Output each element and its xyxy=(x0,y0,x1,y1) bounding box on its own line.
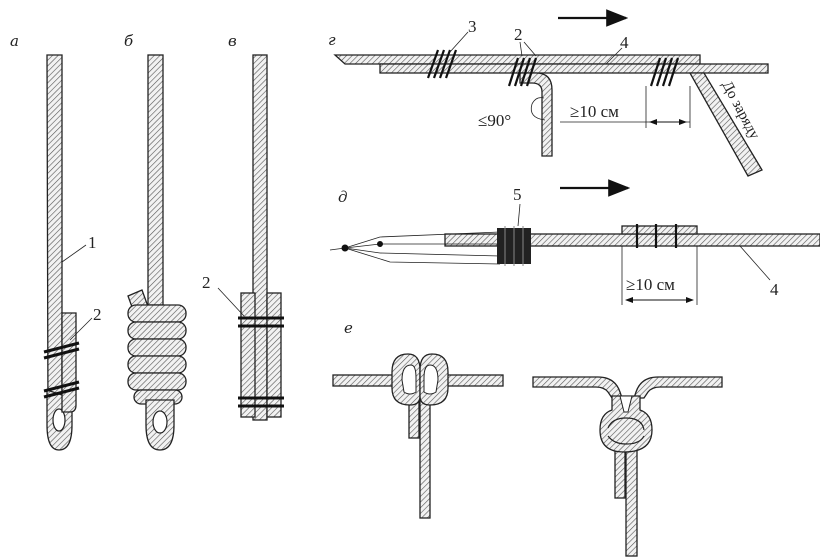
wire-a-tail xyxy=(61,312,77,413)
coil-4 xyxy=(127,355,187,374)
wire-g-diagonal xyxy=(688,72,763,177)
wire-v-main xyxy=(252,54,268,421)
binding-a-4 xyxy=(43,386,80,399)
panel-b: б xyxy=(124,32,187,451)
angle-arc xyxy=(530,97,546,121)
panel-b-label: б xyxy=(124,32,134,50)
callout-4g: 4 xyxy=(620,33,629,52)
coil-3 xyxy=(127,338,187,357)
wire-v-left xyxy=(240,292,256,418)
callout-4d: 4 xyxy=(770,280,779,299)
knot-right-wrap xyxy=(599,395,653,453)
wire-b xyxy=(147,54,164,306)
panel-g-label: г xyxy=(328,31,336,49)
leader-2g-b xyxy=(523,41,537,57)
callout-3: 3 xyxy=(468,17,477,36)
strand-3 xyxy=(344,247,501,257)
dim-g-label: ≥10 см xyxy=(570,102,619,121)
callout-1: 1 xyxy=(88,233,97,252)
binding-3 xyxy=(426,49,458,79)
wire-g-bent xyxy=(519,72,553,157)
binding-2g-left xyxy=(507,57,538,87)
leader-4d xyxy=(739,245,771,281)
binding-a-3 xyxy=(43,380,80,393)
knot-right-bar-left xyxy=(532,376,623,399)
wire-v-right xyxy=(266,292,282,418)
dim-d-label: ≥10 см xyxy=(626,275,675,294)
leader-2a xyxy=(69,317,93,341)
strand-node-left xyxy=(341,244,349,252)
callout-2v: 2 xyxy=(202,273,211,292)
callout-5: 5 xyxy=(513,185,522,204)
strand-node-right xyxy=(377,241,383,247)
knot-left xyxy=(332,353,504,519)
callout-2a: 2 xyxy=(93,305,102,324)
binding-a-1 xyxy=(43,341,80,354)
wire-b-eye xyxy=(152,410,168,434)
panel-g: г ≤90° xyxy=(328,9,769,177)
panel-v: в 2 xyxy=(202,32,284,421)
leader-3 xyxy=(449,31,469,53)
wire-g-main xyxy=(379,63,769,74)
coil-5 xyxy=(127,372,187,391)
knot-right-bar-right xyxy=(633,376,723,399)
wire-a-eye xyxy=(52,408,66,432)
leader-1 xyxy=(61,244,87,263)
wire-b-coils xyxy=(127,304,187,405)
knot-right-leg-long xyxy=(625,437,638,557)
coil-2 xyxy=(127,321,187,340)
leader-2v xyxy=(217,287,245,317)
panel-d-label: д xyxy=(338,188,348,206)
angle-label: ≤90° xyxy=(478,111,511,130)
wire-a xyxy=(46,54,63,441)
panel-v-label: в xyxy=(228,32,237,50)
leader-4g xyxy=(605,47,623,65)
wire-d-overlap xyxy=(621,225,698,235)
panel-e-label: е xyxy=(344,319,353,337)
strand-4 xyxy=(344,247,501,265)
knot-left-leg-long xyxy=(419,385,431,519)
panel-a: а 1 2 xyxy=(10,32,102,451)
coil-1 xyxy=(127,304,187,323)
panel-e: е xyxy=(332,319,723,557)
leader-2g-a xyxy=(519,41,523,57)
leader-5 xyxy=(517,203,521,227)
panel-d: д 5 ≥10 см 4 xyxy=(329,179,820,305)
binding-2g-right xyxy=(649,57,680,87)
callout-2g: 2 xyxy=(514,25,523,44)
panel-a-label: а xyxy=(10,32,19,50)
knot-right xyxy=(532,376,723,557)
binding-a-2 xyxy=(43,347,80,360)
strand-1 xyxy=(329,231,501,251)
